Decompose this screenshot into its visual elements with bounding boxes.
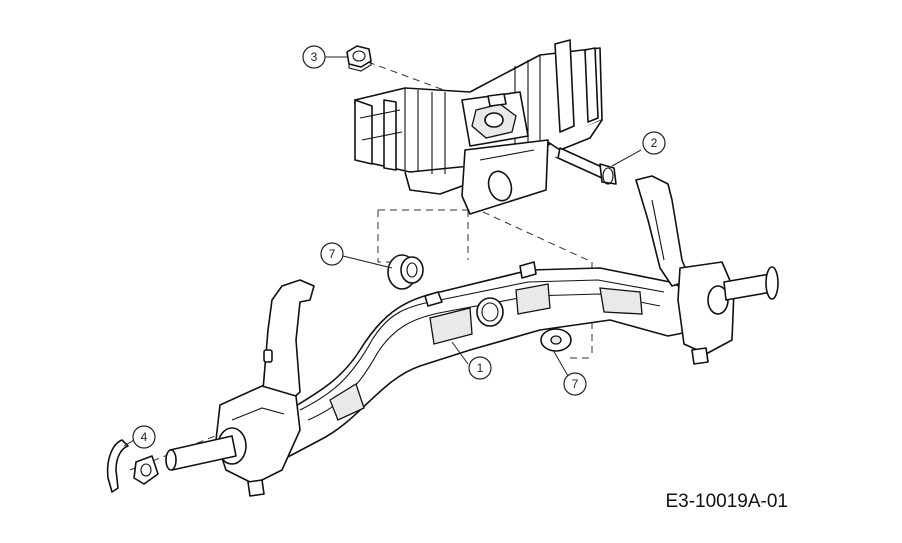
bushing-part-upper (387, 254, 424, 290)
drawing-code-label: E3-10019A-01 (665, 491, 788, 512)
callout-7-upper: 7 (320, 242, 344, 266)
svg-text:7: 7 (329, 247, 336, 261)
bolt-part (557, 147, 617, 185)
leader-lines (123, 56, 642, 447)
pivot-bracket-part (354, 39, 603, 215)
callout-3: 3 (302, 45, 326, 69)
hairpin-clip-part (106, 439, 159, 493)
svg-text:2: 2 (651, 136, 658, 150)
nut-part (346, 45, 372, 72)
svg-text:4: 4 (141, 430, 148, 444)
svg-text:3: 3 (311, 50, 318, 64)
svg-text:1: 1 (477, 361, 484, 375)
callout-7-lower: 7 (563, 372, 587, 396)
callout-1: 1 (468, 356, 492, 380)
front-axle-part (165, 175, 779, 497)
washer-part-lower (540, 328, 572, 352)
svg-text:7: 7 (572, 377, 579, 391)
callout-2: 2 (642, 131, 666, 155)
callout-4: 4 (132, 425, 156, 449)
